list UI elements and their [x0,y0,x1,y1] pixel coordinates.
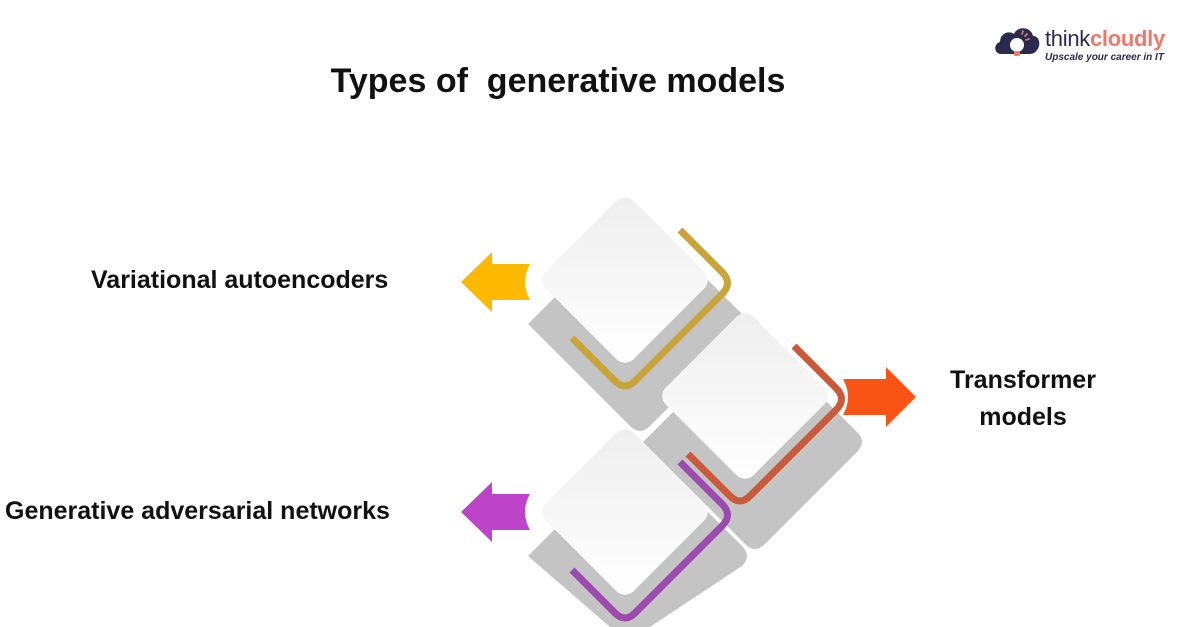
diamond-node-gan [461,429,747,627]
diamond-border-accent [685,343,845,505]
label-transformer-models: Transformer models [950,366,1096,431]
arrow-left-icon [461,482,530,542]
diamond-border-accent [569,459,731,622]
diamond-tile [662,313,828,479]
arrow-right-icon [843,367,916,427]
arrow-left-icon [461,252,530,312]
label-generative-adversarial-networks: Generative adversarial networks [5,497,390,525]
brand-name-part2: cloudly [1089,26,1165,51]
brand-tagline: Upscale your career in IT [1045,52,1164,63]
diamond-border-accent [569,227,731,390]
cloud-lightbulb-icon [995,28,1040,56]
page-title: Types of generative models [330,62,786,100]
brand-name-part1: think [1045,26,1090,51]
diamond-node-transformer [643,313,916,549]
label-variational-autoencoders: Variational autoencoders [91,266,389,294]
brand-logo: thinkcloudly Upscale your career in IT [993,22,1183,72]
brand-name: thinkcloudly [1045,26,1165,52]
diamond-tile [542,429,708,595]
diamond-tile [542,197,708,363]
